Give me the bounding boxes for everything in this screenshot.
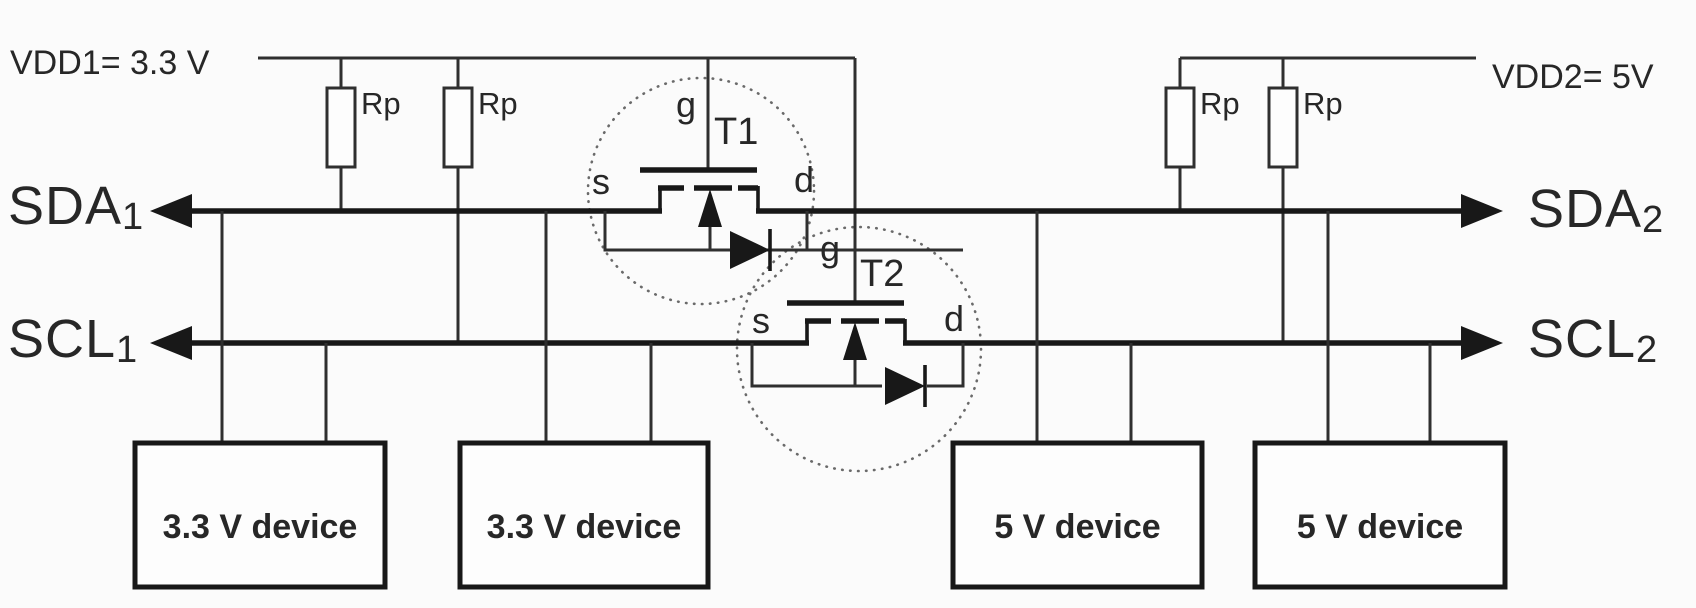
t2-body-diode-icon: [885, 367, 925, 405]
device-label-2: 3.3 V device: [486, 508, 682, 546]
scl2-subscript: 2: [1636, 329, 1658, 371]
t2-source-label: s: [752, 300, 770, 341]
resistor-rp-1: [325, 86, 357, 169]
device-box-1: [132, 440, 388, 590]
t1-drain-label: d: [794, 159, 815, 200]
device-boxes: [132, 440, 1508, 590]
pullup-resistors: [325, 86, 1299, 343]
device-box-4: [1252, 440, 1508, 590]
t1-source-label: s: [592, 161, 610, 202]
vdd1-rail: [258, 56, 857, 303]
resistor-rp-3: [1164, 86, 1196, 169]
rp-label-4: Rp: [1303, 86, 1343, 121]
t1-body-diode-icon: [730, 231, 770, 269]
transistor-t1: [603, 167, 963, 271]
t2-body-wire: [750, 343, 965, 388]
scl1-label: SCL1: [8, 309, 138, 371]
sda2-arrow-icon: [1461, 194, 1503, 228]
device-connections: [220, 211, 1432, 443]
t1-substrate-arrow-icon: [698, 189, 722, 227]
t2-gate-label: g: [820, 228, 841, 269]
vdd2-rail: [1178, 56, 1476, 88]
sda2-subscript: 2: [1642, 199, 1664, 241]
sda2-label: SDA2: [1528, 179, 1664, 241]
resistor-rp-4: [1267, 86, 1299, 169]
scl1-subscript: 1: [116, 329, 138, 371]
rp-label-3: Rp: [1200, 86, 1240, 121]
rp-label-2: Rp: [478, 86, 518, 121]
sda1-arrow-icon: [150, 194, 192, 228]
device-box-3: [950, 440, 1205, 590]
device-box-2: [457, 440, 711, 590]
device-label-4: 5 V device: [1296, 508, 1464, 546]
t1-body-wire: [603, 211, 963, 252]
scl2-arrow-icon: [1461, 326, 1503, 360]
transistor-t2: [750, 300, 965, 407]
t2-substrate-arrow-icon: [843, 322, 867, 360]
t1-name: T1: [714, 111, 759, 153]
t1-highlight-circle: [586, 76, 816, 306]
device-label-3: 5 V device: [994, 508, 1161, 546]
t2-highlight-circle: [735, 225, 983, 473]
scl1-arrow-icon: [150, 326, 192, 360]
rp-label-1: Rp: [361, 86, 401, 121]
vdd2-label: VDD2= 5V: [1492, 58, 1654, 96]
device-label-1: 3.3 V device: [162, 508, 358, 546]
sda1-label: SDA1: [8, 176, 144, 238]
scl2-label: SCL2: [1528, 309, 1658, 371]
resistor-rp-2: [442, 86, 474, 169]
t2-name: T2: [860, 253, 905, 295]
sda1-subscript: 1: [122, 196, 144, 238]
t1-gate-label: g: [676, 84, 697, 125]
vdd1-label: VDD1= 3.3 V: [10, 44, 210, 82]
sda-bus: [150, 194, 1503, 228]
t2-drain-label: d: [944, 298, 965, 339]
scl-bus: [150, 326, 1503, 360]
